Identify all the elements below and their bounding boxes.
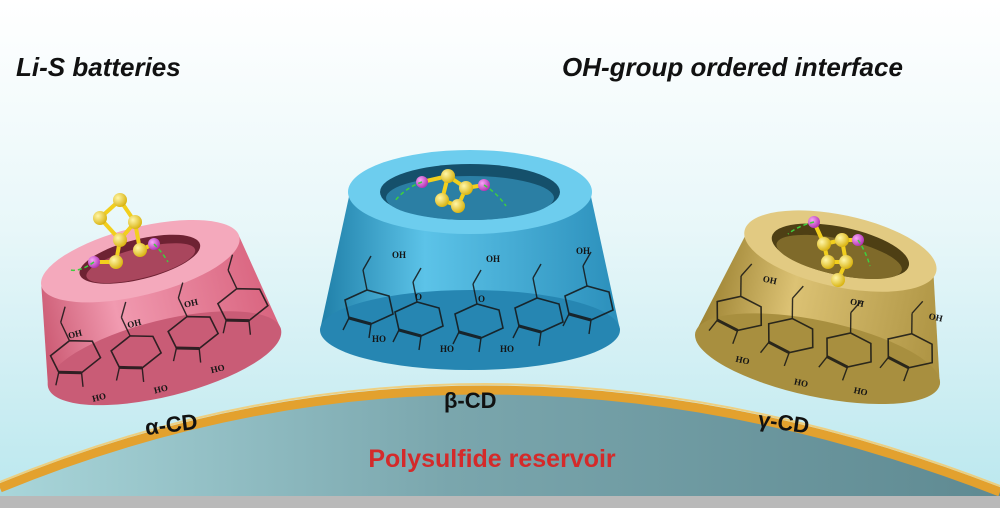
sulfur-atom <box>839 255 853 269</box>
alpha-cd-torus: OH OH OH HO HO HO <box>36 219 282 406</box>
sulfur-atom <box>109 255 123 269</box>
beta-oh-label-2: OH <box>486 254 500 264</box>
bottom-strip <box>0 496 1000 508</box>
gamma-ho-label-1: HO <box>735 354 751 367</box>
hydrogen-bond <box>483 184 507 207</box>
beta-ho-label-2: HO <box>440 344 454 354</box>
sulfur-atom <box>133 243 147 257</box>
sulfur-atom <box>113 233 127 247</box>
sulfur-atom <box>113 193 127 207</box>
hydrogen-bond <box>69 261 95 272</box>
sulfur-atom <box>835 233 849 247</box>
sulfur-atom <box>821 255 835 269</box>
sulfur-atom <box>435 193 449 207</box>
alpha-ho-label-1: HO <box>91 391 107 404</box>
alpha-polysulfide-cluster <box>69 193 169 272</box>
beta-oh-label-1: OH <box>392 250 406 260</box>
gamma-oh-label-3: OH <box>928 311 944 324</box>
sulfur-atom <box>93 211 107 225</box>
sulfur-atom <box>441 169 455 183</box>
sulfur-atom <box>831 273 845 287</box>
gamma-oh-label-1: OH <box>762 274 778 287</box>
sulfur-atom <box>451 199 465 213</box>
sulfur-atom <box>817 237 831 251</box>
alpha-ho-label-2: HO <box>153 382 169 395</box>
hydrogen-bond <box>393 181 423 203</box>
beta-ring-oxygen-1: O <box>415 292 422 302</box>
alpha-oh-label-1: OH <box>67 328 83 341</box>
gamma-oh-label-2: OH <box>849 296 865 309</box>
reservoir-band-highlight <box>0 383 1000 487</box>
title-li-s-batteries: Li-S batteries <box>16 52 181 82</box>
hydrogen-bond <box>787 221 815 235</box>
beta-ho-label-3: HO <box>500 344 514 354</box>
alpha-ho-label-3: HO <box>210 362 226 375</box>
hydrogen-bond <box>153 243 169 263</box>
alpha-oh-label-2: OH <box>126 317 142 330</box>
gamma-ho-label-3: HO <box>853 385 869 398</box>
reservoir-boundary-band <box>0 385 1000 497</box>
beta-ring-oxygen-2: O <box>478 294 485 304</box>
sulfur-atom <box>459 181 473 195</box>
gamma-cd-torus: OH OH OH HO HO HO <box>695 210 946 405</box>
title-oh-interface: OH-group ordered interface <box>562 52 903 82</box>
gamma-ho-label-2: HO <box>793 376 809 389</box>
beta-cd-label: β-CD <box>444 388 497 413</box>
hydrogen-bond <box>857 239 871 267</box>
polysulfide-reservoir-label: Polysulfide reservoir <box>368 445 616 473</box>
gamma-polysulfide-cluster <box>787 216 871 287</box>
beta-ho-label-1: HO <box>372 334 386 344</box>
sulfur-atom <box>128 215 142 229</box>
beta-oh-label-3: OH <box>576 246 590 256</box>
beta-polysulfide-cluster <box>393 169 507 213</box>
alpha-oh-label-3: OH <box>183 297 199 310</box>
